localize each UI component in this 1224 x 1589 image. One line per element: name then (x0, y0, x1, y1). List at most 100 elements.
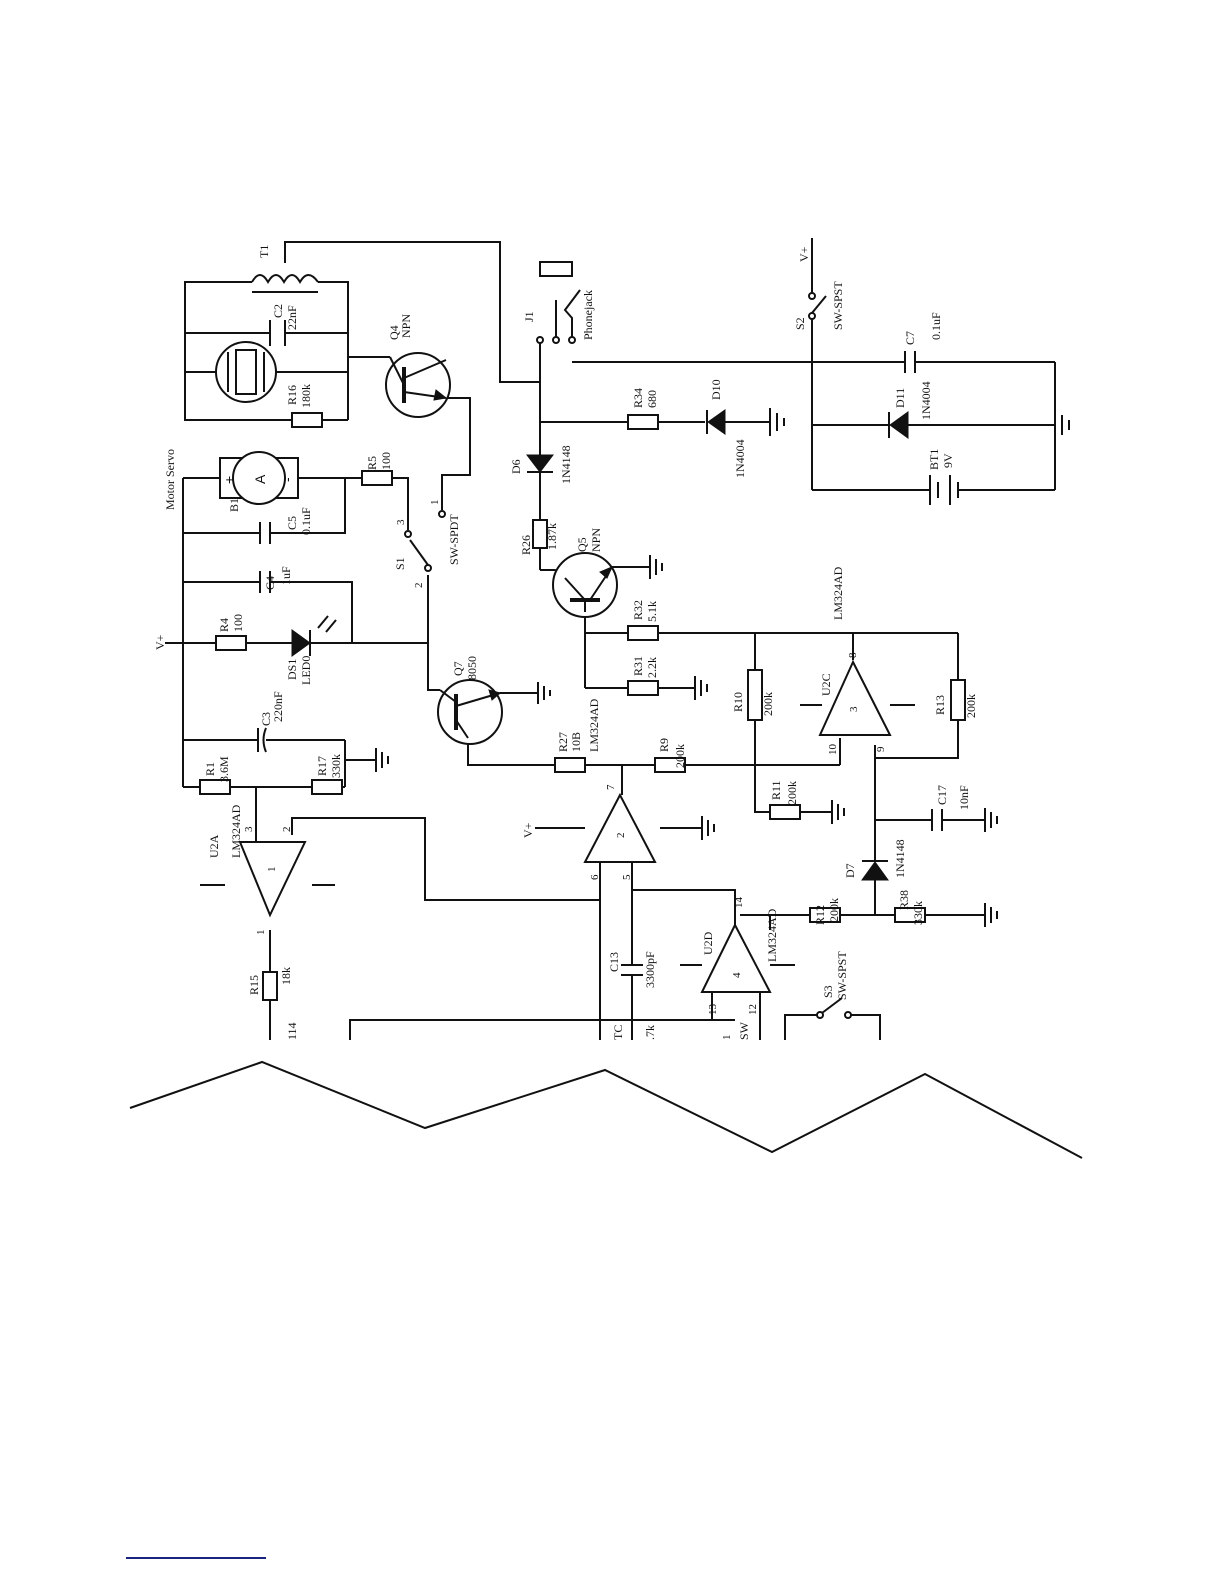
label-b1: B1 (227, 498, 241, 512)
label-t1: T1 (257, 245, 271, 258)
label-d10-val: 1N4004 (733, 439, 747, 478)
label-u2d-unit: 4 (731, 972, 743, 978)
label-cut-sw: SW (737, 1021, 751, 1040)
label-r11-val: 200k (785, 781, 799, 805)
label-u2c: U2C (819, 673, 833, 696)
resistor-r31 (627, 680, 659, 696)
label-q4-type: NPN (399, 314, 413, 338)
label-v-plus-mid: V+ (521, 822, 535, 838)
led-ds1-icon (291, 615, 337, 657)
ground-d10 (769, 408, 785, 436)
label-u2b-p7: 7 (605, 784, 617, 790)
label-r9: R9 (657, 738, 671, 752)
label-cut-114: 114 (285, 1022, 299, 1040)
label-u2d-p12: 12 (747, 1004, 759, 1015)
label-cut-tc: TC (611, 1025, 625, 1040)
label-r5: R5 (365, 456, 379, 470)
label-u2c-unit: 3 (848, 706, 860, 712)
ground-q5 (649, 555, 663, 579)
label-r31-val: 2.2k (645, 657, 659, 678)
label-c4-val: 1uF (279, 566, 293, 585)
label-s1-p1: 1 (429, 500, 441, 506)
label-c7: C7 (903, 331, 917, 345)
transistor-q4-icon (385, 352, 451, 418)
label-cut-1: 1 (721, 1035, 733, 1041)
label-d6-val: 1N4148 (559, 445, 573, 484)
resistor-r4 (215, 635, 247, 651)
label-ds1-val: LED0 (299, 656, 313, 685)
label-motor-a: A (252, 474, 268, 484)
label-r17-val: 330k (329, 754, 343, 778)
label-d7-val: 1N4148 (893, 839, 907, 878)
label-ds1: DS1 (285, 659, 299, 680)
resistor-r1 (199, 779, 231, 795)
label-j1: J1 (522, 311, 536, 322)
ground-symbols (375, 408, 1070, 927)
resistor-r16 (291, 412, 323, 428)
label-u2d-p13: 13 (707, 1004, 719, 1016)
capacitor-c13 (621, 964, 643, 976)
label-q5: Q5 (575, 537, 589, 552)
resistor-r32 (627, 625, 659, 641)
label-sw-spst-s2: SW-SPST (831, 281, 845, 330)
label-r12-val: 200k (827, 898, 841, 922)
label-sw-spst-s3: SW-SPST (835, 951, 849, 1000)
label-c5-val: 0.1uF (299, 507, 313, 535)
resistor-r38 (894, 907, 926, 923)
opamp-u2b-icon (583, 792, 657, 863)
transducer-crystal-icon (215, 341, 277, 403)
label-cut-7k: .7k (643, 1025, 657, 1040)
label-r12: R12 (813, 905, 827, 925)
label-r34: R34 (631, 388, 645, 408)
label-r13-val: 200k (964, 694, 978, 718)
label-r17: R17 (315, 756, 329, 776)
label-d6: D6 (509, 459, 523, 474)
label-u2a-part: LM324AD (229, 804, 243, 858)
label-r1-val: 3.6M (217, 756, 231, 782)
label-c4: C4 (263, 576, 277, 590)
label-c13-val: 3300pF (643, 951, 657, 988)
label-c3: C3 (259, 712, 273, 726)
phonejack-j1-icon (536, 261, 581, 344)
label-motor-plus: + (221, 476, 237, 484)
transistor-q7-icon (437, 679, 503, 745)
label-bt1: BT1 (927, 449, 941, 470)
label-lm324-top: LM324AD (831, 566, 845, 620)
label-r32-val: 5.1k (645, 601, 659, 622)
label-phonejack: Phonejack (581, 290, 595, 340)
ground-r38 (984, 903, 998, 927)
capacitor-c3 (257, 727, 267, 753)
label-c13: C13 (607, 952, 621, 972)
opamp-u2a-icon (238, 841, 307, 918)
label-s3: S3 (821, 985, 835, 998)
resistor-r13 (950, 679, 966, 721)
resistor-r15 (262, 971, 278, 1001)
label-r31: R31 (631, 656, 645, 676)
switch-s1-icon (404, 510, 446, 572)
label-r10-val: 200k (761, 692, 775, 716)
label-r5-val: 100 (379, 452, 393, 470)
transformer-t1 (251, 274, 319, 293)
motor-b1-icon (219, 451, 299, 505)
label-r10: R10 (731, 692, 745, 712)
label-bt1-val: 9V (941, 453, 955, 468)
label-c7-val: 0.1uF (929, 312, 943, 340)
ground-q7 (537, 682, 551, 704)
resistor-r27 (554, 757, 586, 773)
transistor-q5-icon (552, 552, 618, 618)
resistor-r12 (809, 907, 841, 923)
resistor-r5 (361, 470, 393, 486)
label-q7: Q7 (451, 661, 465, 676)
ground-right-rail (1054, 410, 1070, 440)
label-d11-val: 1N4004 (919, 381, 933, 420)
label-r4: R4 (217, 618, 231, 632)
label-r13: R13 (933, 695, 947, 715)
resistor-r11 (769, 804, 801, 820)
label-v-plus-left: V+ (153, 634, 167, 650)
label-c2-val: 22nF (285, 305, 299, 330)
label-r1: R1 (203, 762, 217, 776)
switch-s2-icon (808, 292, 827, 320)
label-d10: D10 (709, 379, 723, 400)
label-u2b-p6: 6 (589, 874, 601, 880)
label-r9-val: 200k (673, 744, 687, 768)
